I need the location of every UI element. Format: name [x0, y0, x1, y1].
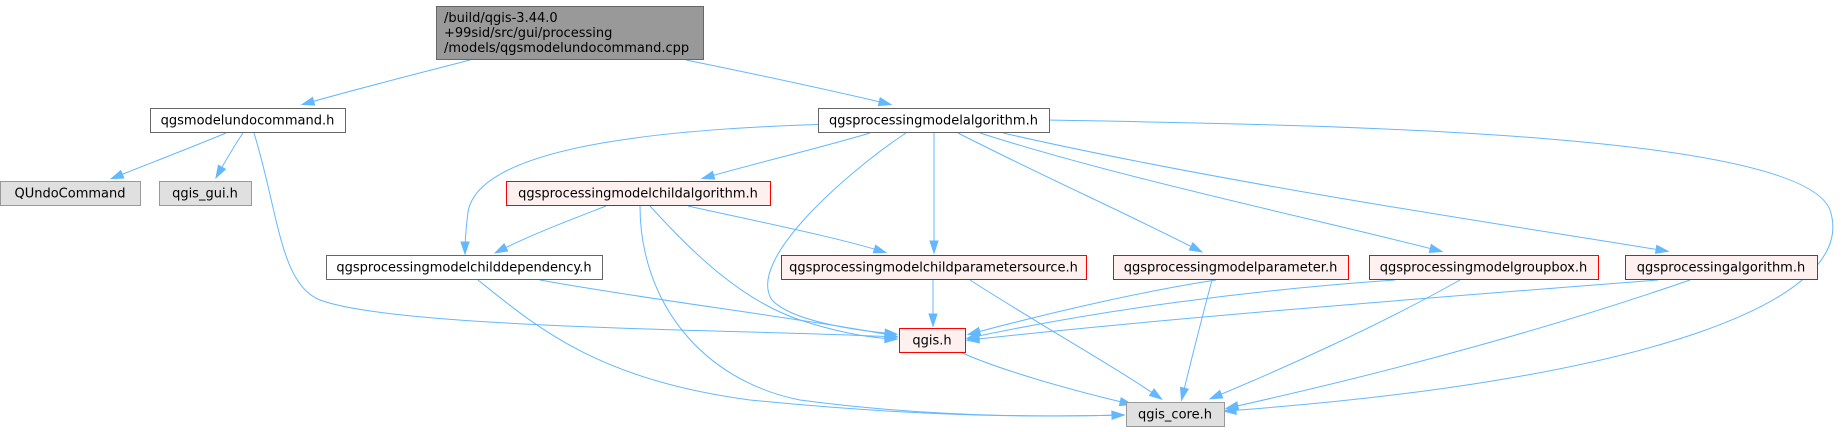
arrowhead	[1179, 386, 1189, 402]
edge-pma-to-pmp	[957, 132, 1204, 253]
node-label: qgsmodelundocommand.h	[161, 114, 335, 129]
edge-pmca-to-pmcd	[493, 205, 607, 254]
node-pmca[interactable]: qgsprocessingmodelchildalgorithm.h	[506, 181, 771, 206]
edge-pma-to-pmcps	[929, 132, 939, 255]
arrowhead	[493, 243, 509, 254]
arrowhead	[872, 244, 888, 254]
edge-root-to-pma	[685, 59, 893, 107]
edges-layer	[109, 59, 1834, 420]
node-qgis[interactable]: qgis.h	[899, 328, 966, 353]
node-box	[326, 255, 603, 280]
node-pmcps[interactable]: qgsprocessingmodelchildparametersource.h	[781, 255, 1087, 280]
node-box	[1113, 255, 1349, 280]
node-label: qgsprocessingmodelchilddependency.h	[336, 261, 591, 276]
node-box	[899, 328, 966, 353]
edge-pma-to-pmcd	[460, 123, 834, 256]
edge-pmca-to-pmcps	[687, 205, 888, 254]
edge-pmgb-to-core	[1208, 279, 1461, 400]
node-box	[818, 108, 1050, 133]
arrowhead	[1111, 410, 1126, 420]
node-label: qgsprocessingalgorithm.h	[1637, 261, 1805, 276]
edge-root-to-undo_h	[300, 59, 471, 106]
node-label: qgis_core.h	[1138, 408, 1212, 423]
node-label: qgis_gui.h	[172, 187, 238, 202]
edge-qgis-to-core	[959, 351, 1134, 407]
nodes-layer: /build/qgis-3.44.0+99sid/src/gui/process…	[0, 6, 1818, 427]
edge-undo_h-to-gui	[215, 132, 244, 180]
node-box	[1369, 255, 1599, 280]
arrowhead	[300, 96, 316, 106]
edge-pmca-to-core	[639, 205, 1126, 420]
edge-pmcps-to-core	[969, 279, 1163, 401]
node-label: qgsprocessingmodelparameter.h	[1124, 261, 1338, 276]
edge-undo_h-to-qundo	[109, 132, 227, 180]
node-label: qgsprocessingmodelchildalgorithm.h	[518, 187, 758, 202]
node-box	[0, 181, 141, 206]
edge-pmcd-to-qgis	[539, 279, 899, 339]
node-box	[159, 181, 252, 206]
edge-pmgb-to-qgis	[965, 279, 1396, 341]
node-gui: qgis_gui.h	[159, 181, 252, 206]
node-label: +99sid/src/gui/processing	[444, 26, 612, 41]
arrowhead	[929, 240, 939, 255]
node-label: /models/qgsmodelundocommand.cpp	[444, 41, 689, 56]
node-box	[436, 6, 704, 60]
arrowhead	[1224, 401, 1240, 411]
arrowhead	[109, 169, 125, 180]
node-box	[781, 255, 1087, 280]
node-label: qgis.h	[912, 334, 951, 349]
arrowhead	[965, 334, 980, 344]
edge-pma-to-pmca	[700, 132, 871, 180]
arrowhead	[1188, 242, 1204, 253]
node-box	[1126, 402, 1225, 427]
edge-pmcps-to-qgis	[928, 280, 938, 328]
node-label: qgsprocessingmodelchildparametersource.h	[789, 261, 1078, 276]
edge-pma-to-pa	[1002, 132, 1670, 254]
node-qundo: QUndoCommand	[0, 181, 141, 206]
node-undo_h[interactable]: qgsmodelundocommand.h	[150, 108, 346, 133]
arrowhead	[928, 313, 938, 328]
edge-pmcd-to-core	[477, 279, 1126, 420]
node-box	[150, 108, 346, 133]
node-label: /build/qgis-3.44.0	[444, 11, 558, 26]
node-label: QUndoCommand	[14, 187, 125, 202]
node-pmgb[interactable]: qgsprocessingmodelgroupbox.h	[1369, 255, 1599, 280]
node-box	[1625, 255, 1818, 280]
node-label: qgsprocessingmodelgroupbox.h	[1380, 261, 1587, 276]
arrowhead	[1654, 244, 1670, 254]
node-pma[interactable]: qgsprocessingmodelalgorithm.h	[818, 108, 1050, 133]
arrowhead	[1148, 388, 1163, 401]
arrowhead	[700, 170, 716, 180]
node-pmcd[interactable]: qgsprocessingmodelchilddependency.h	[326, 255, 603, 280]
edge-pma-to-qgis	[767, 132, 907, 338]
arrowhead	[877, 97, 893, 107]
edge-pa-to-core	[1224, 279, 1691, 411]
edge-pmp-to-core	[1179, 279, 1213, 402]
edge-pa-to-qgis	[965, 279, 1659, 344]
arrowhead	[1208, 389, 1224, 400]
edge-undo_h-to-qgis	[253, 132, 899, 342]
node-box	[506, 181, 771, 206]
node-pa[interactable]: qgsprocessingalgorithm.h	[1625, 255, 1818, 280]
node-pmp[interactable]: qgsprocessingmodelparameter.h	[1113, 255, 1349, 280]
edge-pma-to-pmgb	[979, 132, 1444, 253]
node-root[interactable]: /build/qgis-3.44.0+99sid/src/gui/process…	[436, 6, 704, 60]
arrowhead	[883, 329, 899, 339]
arrowhead	[215, 164, 227, 180]
arrowhead	[1428, 243, 1444, 253]
node-label: qgsprocessingmodelalgorithm.h	[829, 114, 1038, 129]
node-core: qgis_core.h	[1126, 402, 1225, 427]
arrowhead	[460, 241, 470, 256]
